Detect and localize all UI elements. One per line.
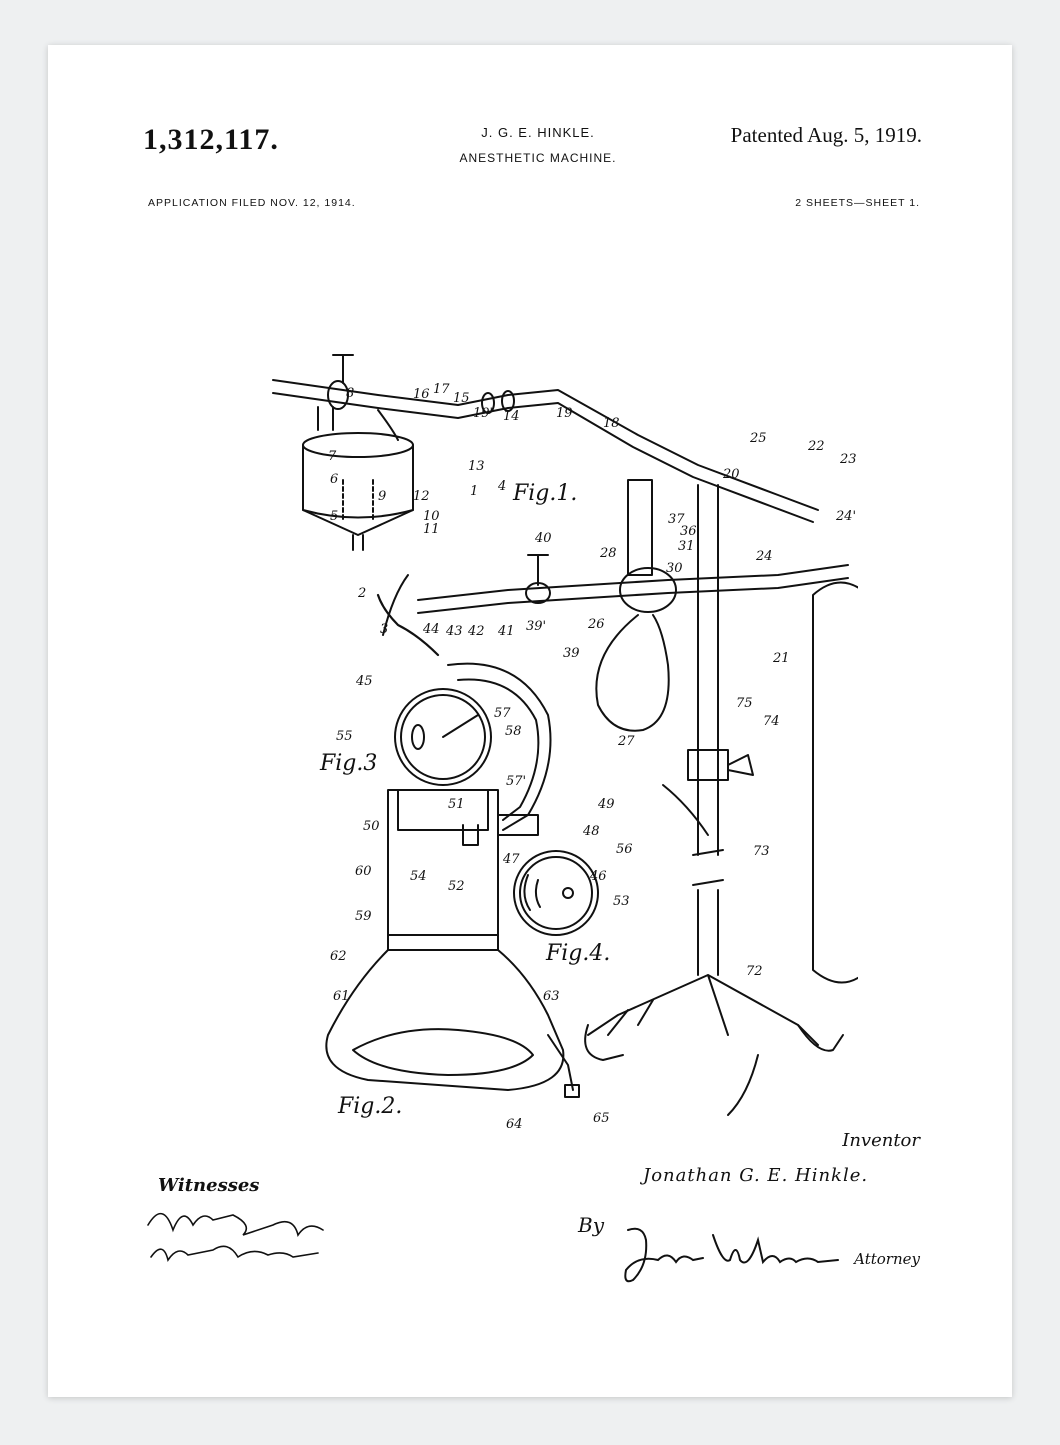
- patent-drawing: Fig.1. Fig.2. Fig.3 Fig.4. 1 2 3 4 5 6 7…: [272, 354, 858, 1132]
- ref-28: 28: [599, 546, 617, 561]
- tripod-base: [587, 974, 819, 1046]
- witnesses-label: Witnesses: [158, 1175, 260, 1196]
- ref-44: 44: [422, 622, 440, 637]
- inventor-name: Jonathan G. E. Hinkle.: [643, 1165, 869, 1186]
- inventor-label: Inventor: [842, 1130, 920, 1151]
- ref-45: 45: [355, 674, 373, 689]
- ref-20: 20: [722, 467, 740, 482]
- sheet-count: 2 SHEETS—SHEET 1.: [795, 197, 920, 209]
- ref-52: 52: [448, 879, 465, 894]
- patent-sheet: 1,312,117. J. G. E. HINKLE. ANESTHETIC M…: [48, 45, 1012, 1397]
- ref-46: 46: [589, 869, 607, 884]
- gas-cylinder: [812, 581, 858, 984]
- top-pipe: [272, 379, 819, 511]
- ref-18: 18: [603, 416, 620, 431]
- ref-51: 51: [448, 797, 465, 812]
- gauge-fig3: [394, 688, 492, 786]
- mid-pipe: [417, 564, 849, 601]
- patent-number: 1,312,117.: [143, 123, 279, 156]
- ref-19: 19: [556, 406, 573, 421]
- ref-13: 13: [468, 459, 485, 474]
- ref-27: 27: [617, 734, 635, 749]
- ref-23: 23: [839, 452, 857, 467]
- ref-37: 37: [668, 512, 685, 527]
- patent-date: Patented Aug. 5, 1919.: [730, 123, 922, 147]
- ref-54: 54: [410, 869, 427, 884]
- by-label: By: [578, 1213, 604, 1237]
- ref-73: 73: [753, 844, 770, 859]
- reference-numerals: 1 2 3 4 5 6 7 8 9 10 11 12 13 14 15 16 1…: [328, 382, 857, 1132]
- ref-62: 62: [330, 949, 347, 964]
- ref-75: 75: [736, 696, 753, 711]
- ref-39: 39: [563, 646, 580, 661]
- ref-26: 26: [587, 617, 605, 632]
- ref-3: 3: [380, 622, 388, 637]
- stand-pole: [697, 484, 719, 856]
- ref-25: 25: [749, 431, 767, 446]
- ref-59: 59: [355, 909, 372, 924]
- ref-4: 4: [497, 479, 506, 494]
- ref-74: 74: [763, 714, 780, 729]
- ref-57: 57: [494, 706, 511, 721]
- ref-57prime: 57': [506, 774, 526, 789]
- ref-12: 12: [413, 489, 430, 504]
- ref-22: 22: [807, 439, 825, 454]
- ref-21: 21: [772, 651, 790, 666]
- ref-14: 14: [503, 409, 520, 424]
- ref-55: 55: [336, 729, 353, 744]
- fig3-label: Fig.3: [319, 751, 377, 776]
- ref-24: 24: [755, 549, 773, 564]
- ref-19prime: 19': [473, 406, 493, 421]
- ref-17: 17: [433, 382, 450, 397]
- fig4-label: Fig.4.: [545, 941, 610, 966]
- attorney-label: Attorney: [854, 1250, 920, 1268]
- fig2-label: Fig.2.: [337, 1094, 402, 1119]
- ref-56: 56: [616, 842, 633, 857]
- witness-signatures: [147, 1212, 324, 1262]
- fig1-label: Fig.1.: [512, 481, 577, 506]
- ref-15: 15: [453, 391, 470, 406]
- ref-39prime: 39': [526, 619, 546, 634]
- ref-53: 53: [613, 894, 630, 909]
- ref-60: 60: [355, 864, 372, 879]
- ref-16: 16: [413, 387, 430, 402]
- ref-10: 10: [423, 509, 440, 524]
- ref-30: 30: [666, 561, 683, 576]
- fig2-cylinder: [387, 789, 499, 951]
- application-filed: APPLICATION FILED NOV. 12, 1914.: [148, 197, 356, 209]
- ref-47: 47: [502, 852, 520, 867]
- ref-2: 2: [357, 586, 366, 601]
- ref-11: 11: [423, 522, 440, 537]
- ref-48: 48: [582, 824, 600, 839]
- disc-fig4: [513, 850, 599, 936]
- ref-58: 58: [505, 724, 522, 739]
- ref-36: 36: [680, 524, 697, 539]
- attorney-signature: [624, 1227, 839, 1283]
- ref-72: 72: [746, 964, 763, 979]
- ref-8: 8: [346, 386, 354, 401]
- ref-64: 64: [506, 1117, 523, 1132]
- breathing-bag: [595, 614, 670, 732]
- invention-title: ANESTHETIC MACHINE.: [459, 151, 617, 165]
- ref-41: 41: [497, 624, 515, 639]
- ref-24prime: 24': [835, 509, 856, 524]
- hose-45: [376, 593, 440, 657]
- ref-1: 1: [470, 484, 478, 499]
- ref-65: 65: [593, 1111, 610, 1126]
- ref-7: 7: [328, 449, 337, 464]
- ref-49: 49: [597, 797, 615, 812]
- ref-40: 40: [534, 531, 552, 546]
- ref-6: 6: [330, 472, 338, 487]
- ref-50: 50: [363, 819, 380, 834]
- ref-31: 31: [678, 539, 695, 554]
- ref-63: 63: [543, 989, 560, 1004]
- ref-61: 61: [333, 989, 350, 1004]
- ref-9: 9: [378, 489, 386, 504]
- ref-43: 43: [445, 624, 463, 639]
- inventor-heading: J. G. E. HINKLE.: [481, 125, 595, 140]
- face-mask: [325, 949, 565, 1091]
- ref-5: 5: [330, 509, 338, 524]
- ref-42: 42: [467, 624, 485, 639]
